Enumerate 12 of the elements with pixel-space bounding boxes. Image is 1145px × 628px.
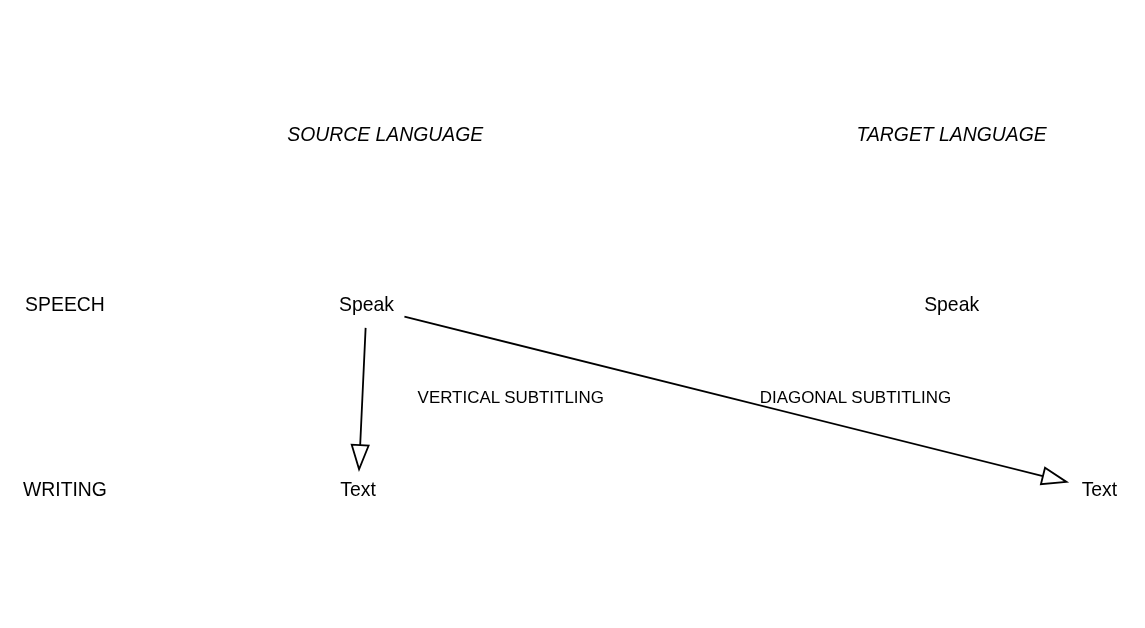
node-text: Speak (924, 292, 980, 315)
node-text: Speak (339, 292, 395, 315)
label: SOURCE LANGUAGE (287, 122, 484, 145)
label: TARGET LANGUAGE (856, 122, 1047, 145)
label: SPEECH (25, 292, 105, 315)
node-text: Text (340, 477, 376, 500)
edge-label: VERTICAL SUBTITLING (417, 387, 604, 407)
label: WRITING (22, 477, 107, 500)
node-text: Text (1081, 477, 1118, 500)
arrow (403, 315, 1070, 485)
arrow (350, 326, 370, 472)
edge-label: DIAGONAL SUBTITLING (759, 387, 952, 407)
